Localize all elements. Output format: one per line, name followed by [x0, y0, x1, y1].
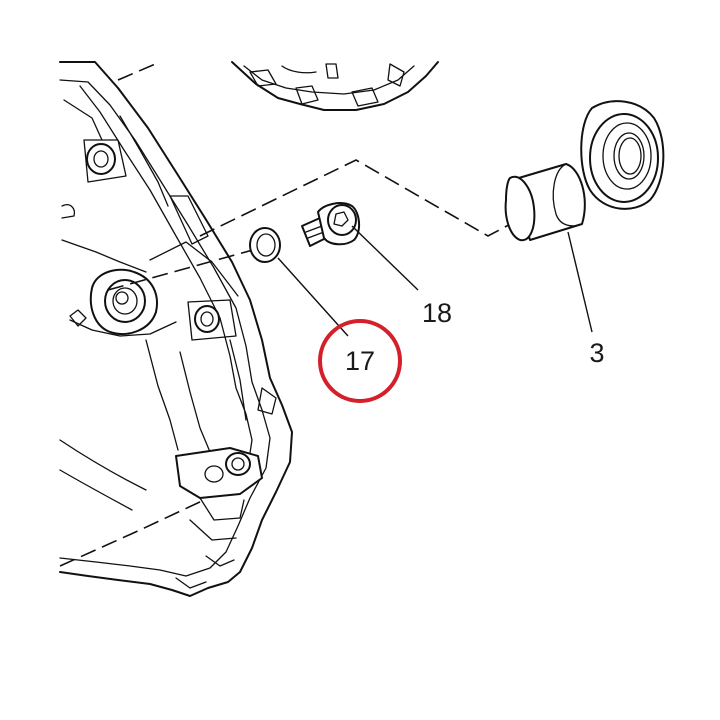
callout-label-3: 3 [589, 338, 604, 368]
engine-cover [59, 61, 293, 597]
oil-seal-ring [580, 100, 665, 210]
socket-bolt-part-18 [301, 202, 360, 247]
callout-label-18: 18 [422, 298, 452, 328]
callout-leaders [277, 225, 593, 337]
assembly-guide-lines [59, 61, 519, 567]
callout-labels: 17 18 3 [318, 298, 605, 403]
callout-label-17: 17 [345, 346, 375, 376]
upper-housing-part [231, 61, 439, 111]
bushing-part-3 [504, 163, 586, 242]
highlight-circle [318, 319, 402, 403]
sealing-washer-part-17 [249, 227, 281, 263]
